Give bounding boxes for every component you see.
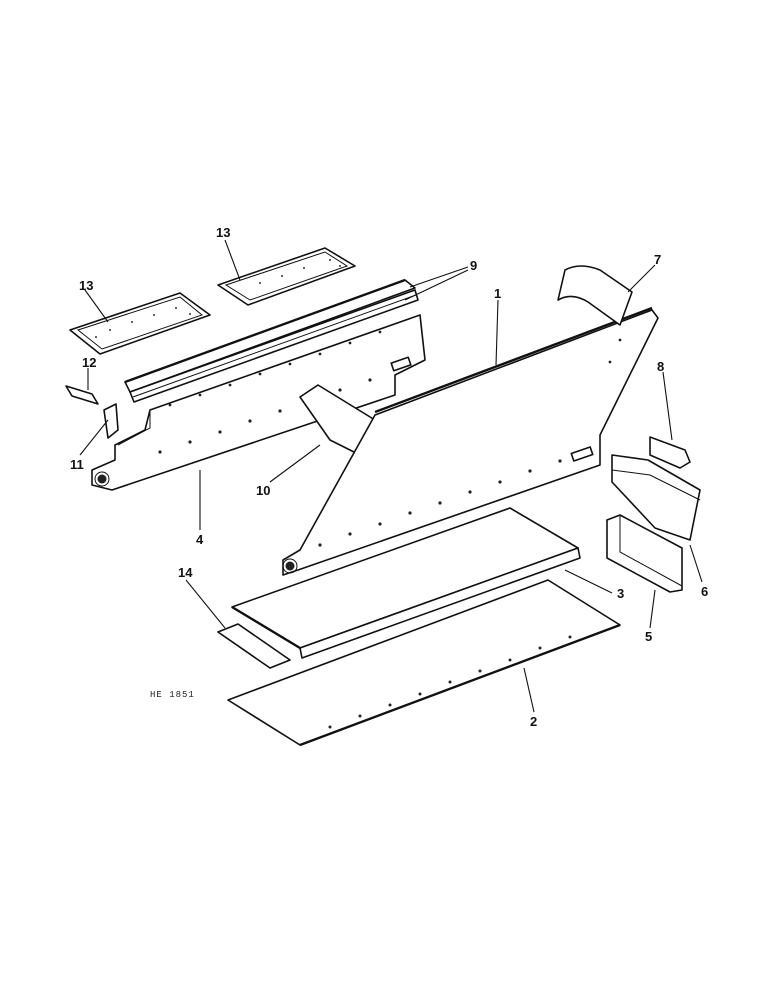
part-1-main-side-panel [282,306,659,576]
part-11-bracket [103,403,119,439]
part-5-channel [606,514,683,593]
callout-11: 11 [70,457,84,472]
callout-12: 12 [82,355,96,370]
part-9-angle-strips [124,278,419,403]
callout-14: 14 [178,565,193,580]
part-13-left-plate [69,292,211,355]
part-7-cover [557,265,633,326]
figure-id: HE 1851 [150,690,195,700]
callout-3: 3 [617,586,624,601]
callout-7: 7 [654,252,661,267]
callout-4: 4 [196,532,204,547]
callout-13-upper: 13 [216,225,230,240]
callout-8: 8 [657,359,664,374]
callout-2: 2 [530,714,537,729]
callout-labels: 13 13 9 1 7 12 8 11 10 4 6 3 14 5 2 [70,225,708,729]
part-4-left-side-panel [91,314,426,491]
callout-13-left: 13 [79,278,93,293]
callout-5: 5 [645,629,652,644]
part-2-floor-plate [227,579,621,747]
leader-lines [79,239,703,713]
part-8-bracket [649,436,691,469]
part-6-end-panel [611,454,701,541]
callout-6: 6 [701,584,708,599]
part-14-plate [217,623,291,669]
callout-10: 10 [256,483,270,498]
callout-9: 9 [470,258,477,273]
part-3-floor-tray [231,507,581,659]
callout-1: 1 [494,286,501,301]
part-12-angle [65,385,99,405]
part-13-upper-plate [217,247,356,306]
